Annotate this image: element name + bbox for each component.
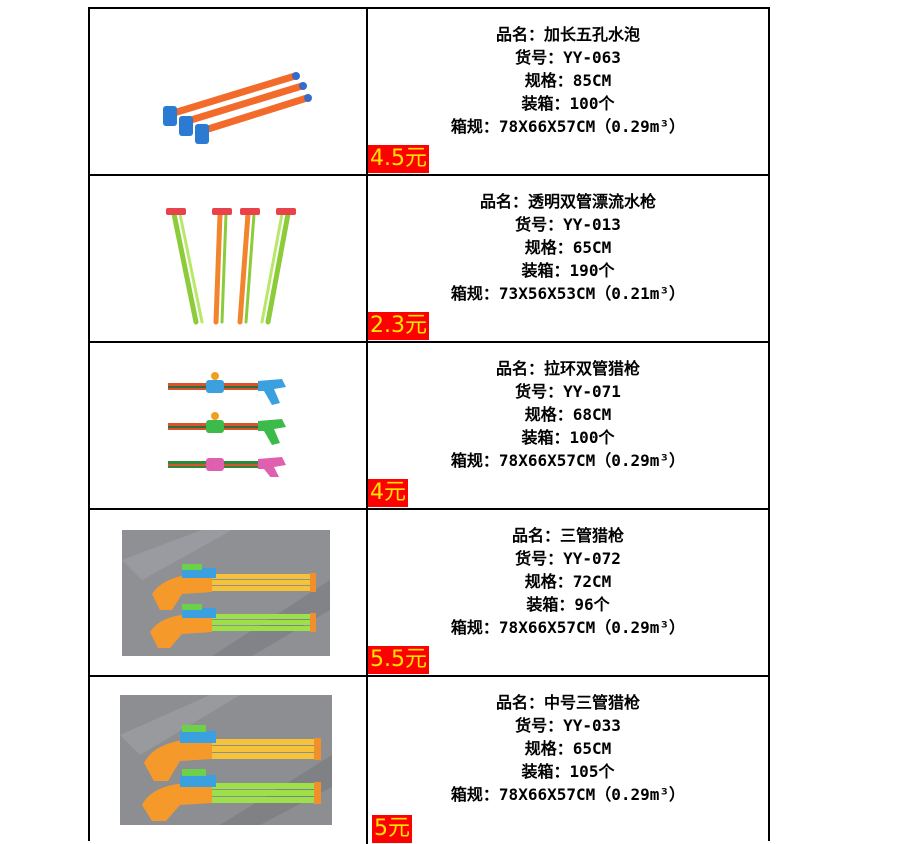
product-image-cell [90,9,368,174]
price-tag: 4元 [368,479,408,507]
product-row: 品名：拉环双管猎枪 货号：YY-071 规格：68CM 装箱：100个 箱规：7… [90,343,768,510]
product-pack: 装箱：100个 [521,94,615,113]
product-box: 箱规：73X56X53CM（0.21m³） [450,284,686,303]
product-details: 品名：透明双管漂流水枪 货号：YY-013 规格：65CM 装箱：190个 箱规… [368,190,768,305]
product-details: 品名：中号三管猎枪 货号：YY-033 规格：65CM 装箱：105个 箱规：7… [368,691,768,806]
product-name: 品名：拉环双管猎枪 [495,359,640,378]
product-image-cell [90,176,368,341]
product-code: 货号：YY-072 [515,549,621,568]
price-tag: 5元 [372,815,412,843]
product-catalog-table: 品名：加长五孔水泡 货号：YY-063 规格：85CM 装箱：100个 箱规：7… [88,7,770,844]
drift-water-gun-image [166,208,296,325]
product-info-cell: 品名：拉环双管猎枪 货号：YY-071 规格：68CM 装箱：100个 箱规：7… [368,343,768,508]
product-info-cell: 品名：中号三管猎枪 货号：YY-033 规格：65CM 装箱：105个 箱规：7… [368,677,768,844]
product-row: 品名：透明双管漂流水枪 货号：YY-013 规格：65CM 装箱：190个 箱规… [90,176,768,343]
product-code: 货号：YY-063 [515,48,621,67]
product-image-cell [90,510,368,675]
price-tag: 2.3元 [368,312,429,340]
medium-triple-barrel-gun-image [120,695,332,825]
price-tag: 4.5元 [368,145,429,173]
water-pump-image [163,72,312,144]
triple-barrel-gun-image [122,530,330,656]
product-spec: 规格：72CM [524,572,612,591]
price-tag: 5.5元 [368,646,429,674]
product-code: 货号：YY-071 [515,382,621,401]
product-name: 品名：三管猎枪 [511,526,624,545]
product-box: 箱规：78X66X57CM（0.29m³） [450,117,686,136]
product-code: 货号：YY-013 [515,215,621,234]
product-spec: 规格：65CM [524,238,612,257]
product-info-cell: 品名：加长五孔水泡 货号：YY-063 规格：85CM 装箱：100个 箱规：7… [368,9,768,174]
product-name: 品名：中号三管猎枪 [495,693,640,712]
product-info-cell: 品名：三管猎枪 货号：YY-072 规格：72CM 装箱：96个 箱规：78X6… [368,510,768,675]
product-pack: 装箱：190个 [521,261,615,280]
product-details: 品名：拉环双管猎枪 货号：YY-071 规格：68CM 装箱：100个 箱规：7… [368,357,768,472]
product-image-cell [90,343,368,508]
product-row: 品名：三管猎枪 货号：YY-072 规格：72CM 装箱：96个 箱规：78X6… [90,510,768,677]
product-row: 品名：中号三管猎枪 货号：YY-033 规格：65CM 装箱：105个 箱规：7… [90,677,768,844]
product-code: 货号：YY-033 [515,716,621,735]
product-spec: 规格：85CM [524,71,612,90]
product-box: 箱规：78X66X57CM（0.29m³） [450,785,686,804]
product-pack: 装箱：96个 [526,595,610,614]
product-name: 品名：加长五孔水泡 [495,25,640,44]
product-details: 品名：加长五孔水泡 货号：YY-063 规格：85CM 装箱：100个 箱规：7… [368,23,768,138]
pull-ring-double-gun-image [168,372,286,477]
product-row: 品名：加长五孔水泡 货号：YY-063 规格：85CM 装箱：100个 箱规：7… [90,9,768,176]
product-name: 品名：透明双管漂流水枪 [479,192,656,211]
product-box: 箱规：78X66X57CM（0.29m³） [450,618,686,637]
product-spec: 规格：65CM [524,739,612,758]
product-image-cell [90,677,368,844]
product-spec: 规格：68CM [524,405,612,424]
product-info-cell: 品名：透明双管漂流水枪 货号：YY-013 规格：65CM 装箱：190个 箱规… [368,176,768,341]
product-details: 品名：三管猎枪 货号：YY-072 规格：72CM 装箱：96个 箱规：78X6… [368,524,768,639]
product-pack: 装箱：100个 [521,428,615,447]
product-box: 箱规：78X66X57CM（0.29m³） [450,451,686,470]
product-pack: 装箱：105个 [521,762,615,781]
